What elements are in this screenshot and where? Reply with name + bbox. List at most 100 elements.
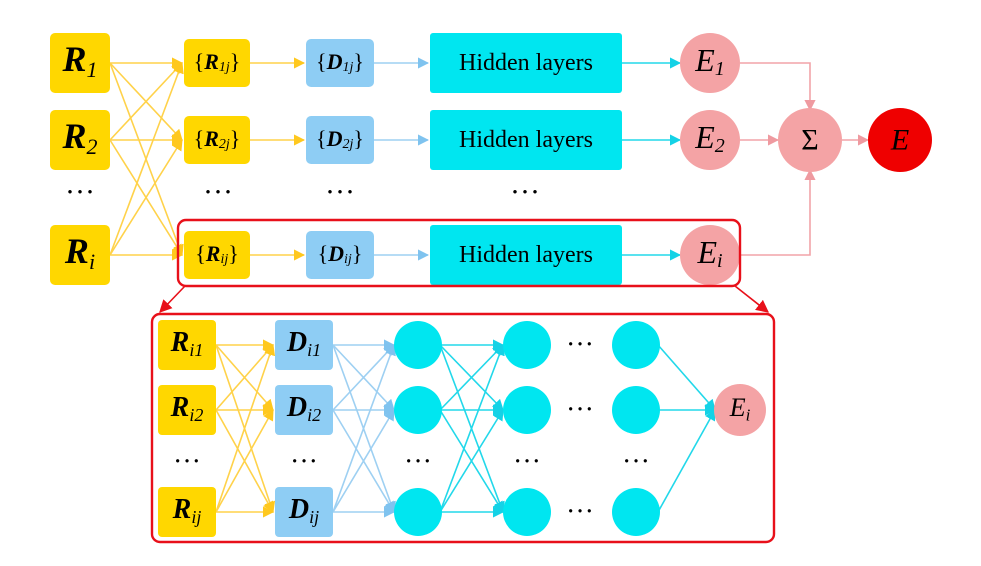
subscript: i bbox=[746, 405, 751, 424]
neuron-node bbox=[394, 386, 442, 434]
zoom-neuron-to-output-arrow bbox=[657, 409, 716, 513]
connection-arrows bbox=[109, 57, 870, 518]
hidden-layers-label: Hidden layers bbox=[459, 50, 593, 76]
total-energy-node bbox=[868, 108, 932, 172]
symbol: R bbox=[203, 49, 219, 74]
pair-coordinate-box bbox=[184, 231, 250, 279]
symbol: R bbox=[61, 39, 86, 79]
atom-coordinate-label: Ri bbox=[64, 231, 95, 274]
zoom-output-energy-label: Ei bbox=[729, 393, 751, 424]
symbol: R bbox=[170, 392, 190, 423]
subscript: i bbox=[717, 250, 723, 272]
diagram-nodes bbox=[50, 33, 932, 544]
atomic-energy-label: Ei bbox=[696, 234, 722, 272]
zoom-input-to-descriptor-arrow bbox=[215, 409, 274, 513]
ellipsis: ··· bbox=[290, 447, 318, 478]
pair-coordinate-label: {Rij} bbox=[195, 241, 239, 267]
subscript: ij bbox=[191, 507, 201, 527]
subscript: i bbox=[89, 249, 95, 274]
zoom-descriptor-to-neuron-arrow bbox=[332, 409, 395, 513]
zoom-input-to-descriptor-arrow bbox=[215, 344, 274, 411]
neuron-node bbox=[394, 321, 442, 369]
open-brace: { bbox=[316, 126, 327, 151]
ellipsis: ··· bbox=[325, 176, 355, 209]
subscript: i2 bbox=[189, 405, 203, 425]
energy-to-sum-arrow bbox=[740, 62, 816, 112]
close-brace: } bbox=[352, 241, 363, 266]
hidden-layers-box bbox=[430, 33, 622, 93]
input-to-pair-arrow bbox=[109, 61, 184, 256]
atom-coordinate-box bbox=[50, 33, 110, 93]
zoom-panel-frame bbox=[150, 312, 776, 544]
subscript: 2j bbox=[219, 137, 230, 152]
symbol: E bbox=[729, 393, 746, 422]
subscript: 1j bbox=[343, 60, 354, 75]
atomic-energy-node bbox=[680, 33, 740, 93]
sum-symbol: Σ bbox=[801, 124, 818, 157]
zoom-descriptor-label: Di2 bbox=[286, 392, 321, 425]
zoom-descriptor-label: Di1 bbox=[286, 327, 321, 360]
neuron-node bbox=[612, 321, 660, 369]
zoom-output-energy-node bbox=[714, 384, 766, 436]
subscript: 2 bbox=[715, 135, 725, 157]
open-brace: { bbox=[195, 241, 206, 266]
descriptor-box bbox=[306, 39, 374, 87]
atomic-energy-node bbox=[680, 225, 740, 285]
open-brace: { bbox=[316, 49, 327, 74]
zoom-neuron-to-output-arrow bbox=[657, 344, 716, 411]
close-brace: } bbox=[230, 49, 241, 74]
symbol: R bbox=[64, 231, 89, 271]
symbol: R bbox=[203, 126, 219, 151]
neuron-node bbox=[503, 386, 551, 434]
atomic-energy-label: E2 bbox=[694, 119, 725, 157]
symbol: D bbox=[286, 327, 307, 358]
atom-coordinate-box bbox=[50, 110, 110, 170]
ellipsis: ··· bbox=[622, 447, 650, 478]
zoom-pair-coordinate-label: Rij bbox=[172, 494, 202, 527]
descriptor-box bbox=[306, 116, 374, 164]
descriptor-box bbox=[306, 231, 374, 279]
zoom-descriptor-to-neuron-arrow bbox=[332, 344, 395, 411]
symbol: R bbox=[172, 494, 192, 525]
zoom-input-to-descriptor-arrow bbox=[215, 343, 276, 513]
hidden-layers-label: Hidden layers bbox=[459, 242, 593, 268]
ellipsis: ··· bbox=[203, 176, 233, 209]
hidden-layers-box bbox=[430, 225, 622, 285]
zoom-descriptor-box bbox=[275, 385, 333, 435]
neuron-node bbox=[394, 488, 442, 536]
zoom-pair-coordinate-label: Ri1 bbox=[170, 327, 204, 360]
pair-coordinate-label: {R1j} bbox=[194, 49, 241, 75]
open-brace: { bbox=[318, 241, 329, 266]
atomic-energy-node bbox=[680, 110, 740, 170]
symbol: R bbox=[61, 116, 86, 156]
open-brace: { bbox=[194, 126, 205, 151]
zoom-descriptor-box bbox=[275, 320, 333, 370]
symbol: D bbox=[286, 392, 307, 423]
total-energy-label: E bbox=[890, 124, 909, 157]
symbol: R bbox=[205, 241, 221, 266]
pair-coordinate-label: {R2j} bbox=[194, 126, 241, 152]
zoom-arrow-left bbox=[159, 285, 186, 313]
neuron-node bbox=[503, 488, 551, 536]
symbol: D bbox=[326, 126, 343, 151]
zoom-descriptor-to-neuron-arrow bbox=[332, 343, 396, 513]
neuron-node bbox=[503, 321, 551, 369]
descriptor-label: {Dij} bbox=[318, 241, 363, 267]
sum-node bbox=[778, 108, 842, 172]
ellipsis: ··· bbox=[513, 447, 541, 478]
hidden-layers-label: Hidden layers bbox=[459, 127, 593, 153]
atom-coordinate-box bbox=[50, 225, 110, 285]
subscript: ij bbox=[309, 507, 319, 527]
subscript: 1 bbox=[715, 58, 725, 80]
zoom-neuron-to-neuron-arrow bbox=[439, 343, 505, 513]
atomic-energy-label: E1 bbox=[694, 42, 725, 80]
subscript: i2 bbox=[307, 405, 321, 425]
zoom-arrow-right bbox=[734, 285, 770, 313]
zoom-pair-coordinate-box bbox=[158, 385, 216, 435]
subscript: 2 bbox=[87, 134, 98, 159]
close-brace: } bbox=[353, 126, 364, 151]
pair-coordinate-box bbox=[184, 116, 250, 164]
symbol: E bbox=[694, 119, 715, 155]
open-brace: { bbox=[194, 49, 205, 74]
